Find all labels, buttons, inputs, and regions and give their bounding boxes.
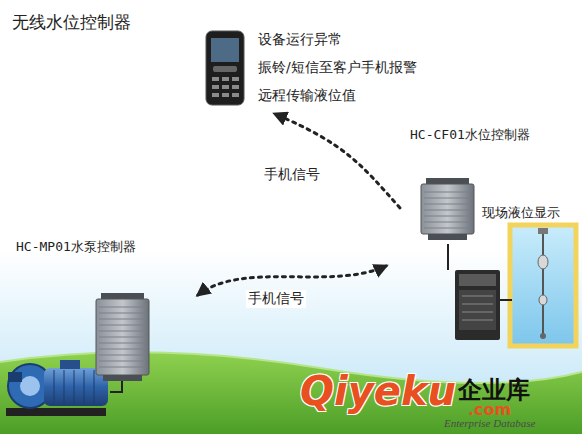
mobile-phone <box>205 30 245 106</box>
display-label: 现场液位显示 <box>482 204 560 222</box>
controller-device <box>420 178 475 240</box>
diagram-title: 无线水位控制器 <box>12 11 131 34</box>
sky-band <box>0 250 582 434</box>
water-tank <box>510 225 576 346</box>
pump-controller-node: HC-MP01水泵控制器 <box>14 238 194 383</box>
level-controller-node: HC-CF01水位控制器 <box>408 126 580 246</box>
watermark-subtitle: Enterprise Database <box>444 417 535 429</box>
sensor-wire <box>500 299 512 301</box>
grass-hill <box>0 352 582 434</box>
edge-label: 手机信号 <box>262 166 322 184</box>
node-text: 远程传输液位值 <box>258 87 356 105</box>
node-text: 设备运行异常 <box>258 31 342 49</box>
signal-wire <box>447 244 449 270</box>
edge-label: 手机信号 <box>246 290 306 308</box>
device-heading: HC-CF01水位控制器 <box>410 126 530 144</box>
watermark-logo: Qiyeku <box>300 368 456 414</box>
node-text: 振铃/短信至客户手机报警 <box>258 59 417 77</box>
pump-wire <box>110 381 122 392</box>
water-pump <box>6 360 108 416</box>
level-display-unit <box>455 270 500 340</box>
phone-alert-node: 设备运行异常振铃/短信至客户手机报警远程传输液位值 <box>205 28 450 108</box>
controller-device <box>95 293 150 381</box>
signal-connector <box>275 114 400 208</box>
device-heading: HC-MP01水泵控制器 <box>16 238 136 256</box>
watermark-domain: .com <box>468 400 511 419</box>
